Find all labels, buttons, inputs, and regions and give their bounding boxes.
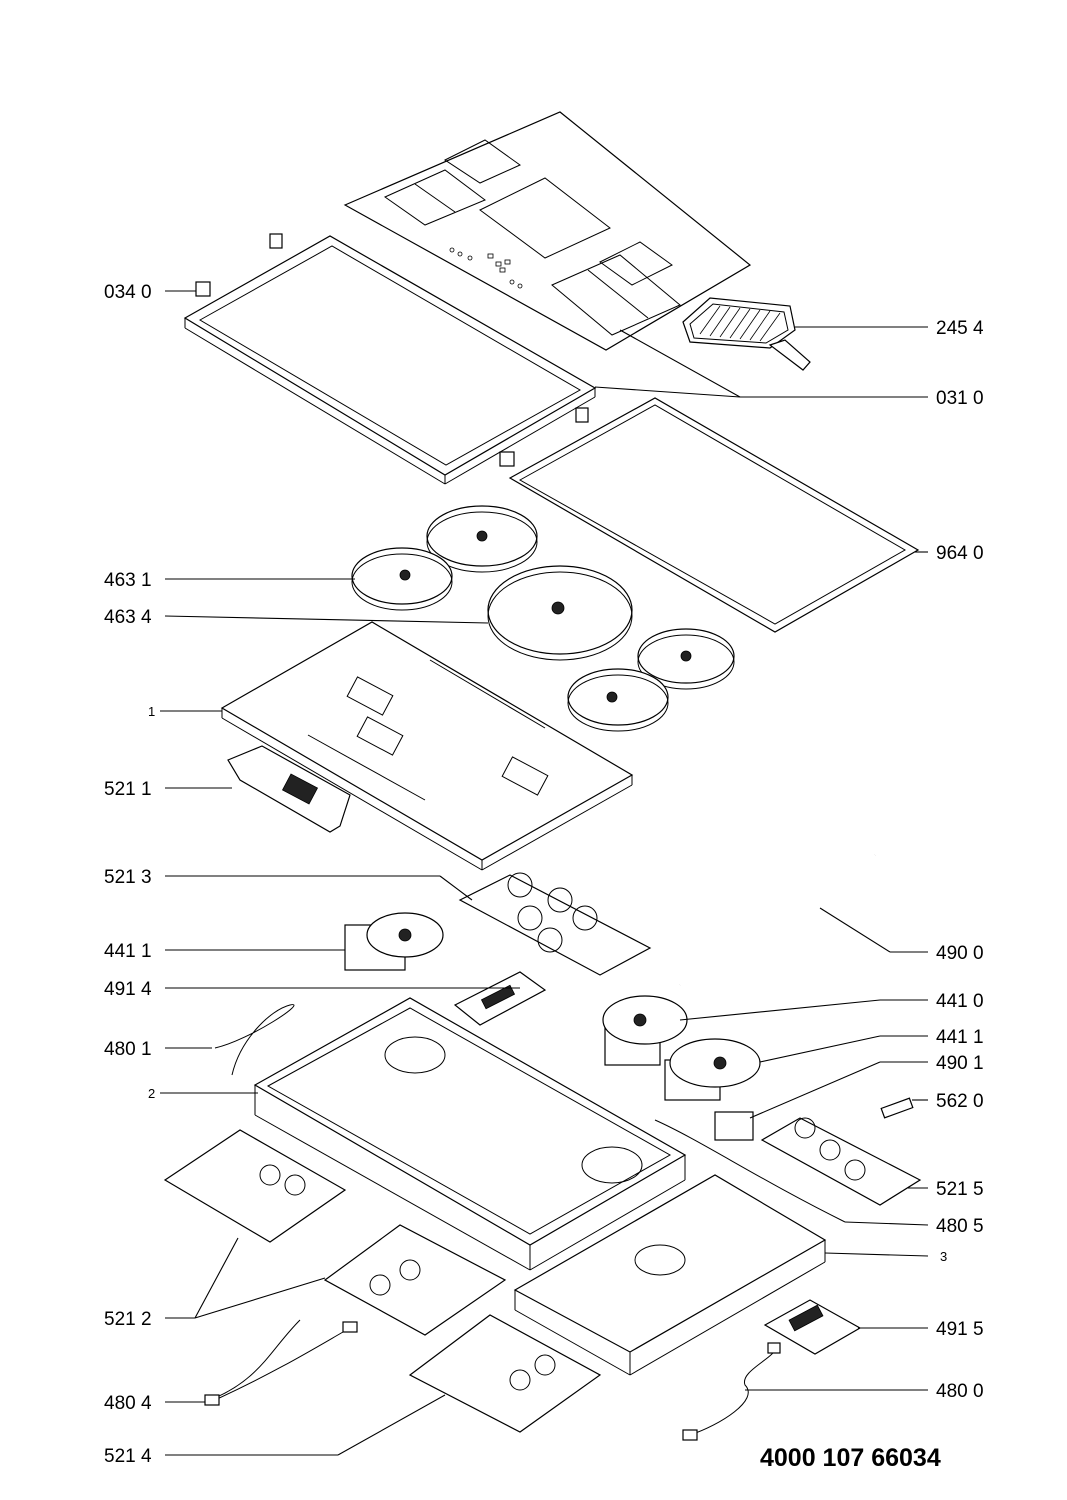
power-board-right-part <box>760 1117 922 1206</box>
mains-cable-part <box>679 853 877 987</box>
fan-right-upper-part <box>602 995 688 1066</box>
label-441-0: 441 0 <box>936 991 984 1012</box>
label-463-4: 463 4 <box>104 607 152 628</box>
label-491-4: 491 4 <box>104 979 152 1000</box>
wire-harness-480-0-part <box>682 1342 781 1441</box>
leader-lines <box>160 290 929 1456</box>
fan-left-part <box>344 912 444 971</box>
wire-harness-480-5-part <box>654 1119 846 1223</box>
cooktop-frame-part <box>183 233 597 485</box>
label-480-0: 480 0 <box>936 1381 984 1402</box>
glass-cooktop-part <box>343 111 752 351</box>
display-board-upper-part <box>453 971 547 1026</box>
label-441-1-right: 441 1 <box>936 1027 984 1048</box>
power-board-left-part <box>163 1129 347 1243</box>
label-463-1: 463 1 <box>104 570 152 591</box>
power-board-middle-part <box>323 1224 507 1336</box>
label-964-0: 964 0 <box>936 543 984 564</box>
power-board-upper-part <box>458 872 652 976</box>
label-480-1: 480 1 <box>104 1039 152 1060</box>
grill-pan-part <box>682 297 811 371</box>
label-521-2: 521 2 <box>104 1309 152 1330</box>
label-480-4: 480 4 <box>104 1393 152 1414</box>
rear-housing-part <box>513 1174 827 1376</box>
power-board-bottom-part <box>408 1314 602 1433</box>
control-board-part <box>227 745 351 833</box>
induction-coils-part <box>351 505 735 732</box>
cable-clamp-part <box>714 1111 754 1141</box>
label-521-1: 521 1 <box>104 779 152 800</box>
label-491-5: 491 5 <box>936 1319 984 1340</box>
label-245-4: 245 4 <box>936 318 984 339</box>
label-034-0: 034 0 <box>104 282 152 303</box>
fuse-part <box>880 1097 914 1119</box>
part-labels: 034 0 245 4 031 0 964 0 463 1 463 4 1 52… <box>104 282 984 1472</box>
label-521-3: 521 3 <box>104 867 152 888</box>
label-521-4: 521 4 <box>104 1446 152 1467</box>
gasket-seal-part <box>508 397 920 633</box>
label-031-0: 031 0 <box>936 388 984 409</box>
label-480-5: 480 5 <box>936 1216 984 1237</box>
label-441-1-left: 441 1 <box>104 941 152 962</box>
wire-harness-480-1-part <box>214 1004 295 1076</box>
label-562-0: 562 0 <box>936 1091 984 1112</box>
label-521-5: 521 5 <box>936 1179 984 1200</box>
drawing-code: 4000 107 66034 <box>760 1444 941 1472</box>
label-490-1: 490 1 <box>936 1053 984 1074</box>
label-1: 1 <box>148 704 155 719</box>
label-3: 3 <box>940 1249 947 1264</box>
lower-housing-part <box>253 997 687 1271</box>
support-plate-part <box>220 621 634 871</box>
label-490-0: 490 0 <box>936 943 984 964</box>
label-2: 2 <box>148 1086 155 1101</box>
fan-right-lower-part <box>664 1038 761 1101</box>
wire-harness-480-4-part <box>204 1319 358 1406</box>
